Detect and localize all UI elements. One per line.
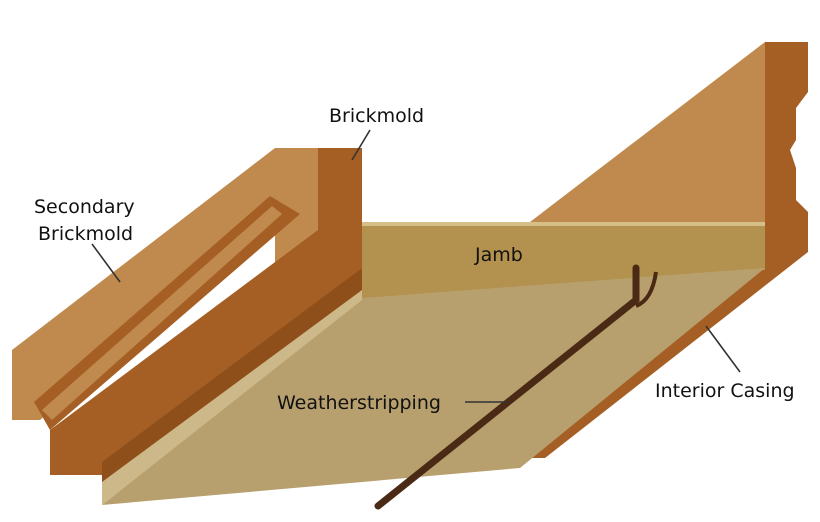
- leader-brickmold: [351, 129, 371, 161]
- brickmold-profile: [275, 148, 318, 268]
- jamb-top-edge: [362, 222, 765, 226]
- label-interior-casing: Interior Casing: [655, 380, 795, 402]
- leader-secondary-brickmold: [91, 243, 121, 283]
- jamb-floor-front-edge: [102, 290, 362, 505]
- weatherstripping-strip: [374, 264, 640, 510]
- interior-casing-profile: [765, 42, 808, 252]
- weatherstripping-bulb: [635, 271, 658, 308]
- label-jamb: Jamb: [474, 244, 523, 266]
- jamb-face: [362, 222, 765, 300]
- label-secondary-line1: Secondary: [34, 196, 135, 218]
- label-weatherstripping: Weatherstripping: [277, 392, 441, 414]
- secondary-brickmold-top: [12, 148, 275, 420]
- label-secondary-line2: Brickmold: [38, 223, 133, 245]
- secondary-brickmold-side: [50, 230, 362, 475]
- secondary-brickmold-bead-highlight: [42, 206, 282, 420]
- interior-casing-face: [530, 42, 765, 222]
- leader-interior-casing: [705, 325, 741, 373]
- secondary-brickmold-underside: [102, 268, 362, 482]
- label-brickmold: Brickmold: [329, 105, 424, 127]
- brickmold-front: [318, 148, 362, 268]
